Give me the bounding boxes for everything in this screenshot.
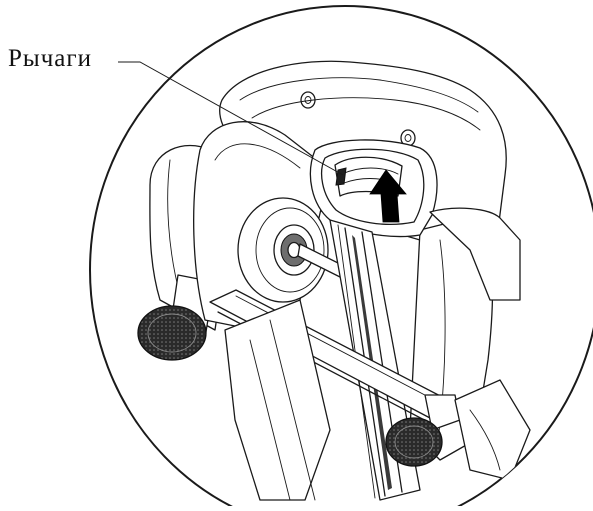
drawing-contents (137, 60, 531, 501)
right-foot (385, 417, 443, 467)
detail-circle (89, 5, 593, 511)
screw-hole-left (300, 91, 316, 109)
callout-label: Рычаги (8, 45, 93, 72)
lever-handles (334, 156, 403, 197)
up-arrow-icon (369, 169, 407, 223)
left-foot (137, 305, 207, 361)
callout-leader (118, 61, 344, 176)
right-top-tube (429, 207, 521, 301)
lower-frame-left (224, 299, 331, 501)
lower-frame-right (454, 379, 531, 481)
transport-wheel (237, 197, 329, 303)
